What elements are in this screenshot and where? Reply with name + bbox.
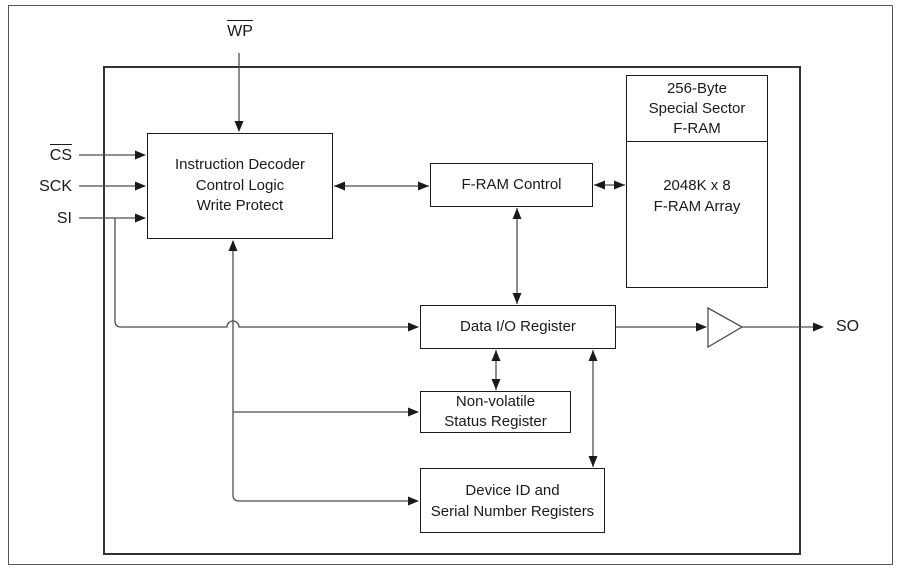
arrowhead-into-decoder-bottom: [228, 240, 238, 251]
arrowhead-into-buffer: [696, 322, 707, 332]
figure-frame: [8, 5, 893, 565]
block-text-line: Instruction Decoder: [174, 156, 306, 174]
block-text-line: Write Protect: [196, 197, 284, 215]
block-fram-array-section: 2048K x 8 F-RAM Array: [627, 142, 767, 287]
block-instruction-decoder: Instruction Decoder Control Logic Write …: [147, 133, 333, 239]
sck-pin-text: SCK: [39, 178, 72, 195]
wp-pin-text: WP: [227, 20, 253, 41]
arrowhead-into-dataio-top: [512, 293, 522, 304]
arrowhead-into-nvstatus-left: [408, 407, 419, 417]
cs-pin-text: CS: [49, 144, 72, 165]
output-buffer-triangle: [707, 306, 744, 349]
si-pin-label: SI: [22, 209, 72, 228]
block-text-line: F-RAM: [673, 119, 721, 137]
block-text-line: Non-volatile: [455, 393, 536, 410]
arrowhead-wp-down: [234, 121, 244, 132]
arrowhead-into-deviceid-left: [408, 496, 419, 506]
arrowhead-into-nvstatus-top: [491, 379, 501, 390]
wire-decoder-bus: [232, 241, 410, 502]
block-text-line: Device ID and: [465, 481, 560, 499]
block-text-line: F-RAM Array: [653, 197, 741, 215]
arrowhead-into-dataio-bottom-right: [588, 350, 598, 361]
chip-boundary: [103, 66, 801, 555]
arrowhead-into-dataio-bottom-left: [491, 350, 501, 361]
block-device-id-registers: Device ID and Serial Number Registers: [420, 468, 605, 533]
block-text-line: Status Register: [444, 413, 547, 430]
arrowhead-into-framcontrol-right-edge: [594, 180, 605, 190]
arrowhead-into-deviceid-top: [588, 456, 598, 467]
block-text-line: 2048K x 8: [663, 177, 731, 194]
arrowhead-si-right: [135, 213, 146, 223]
block-fram-array: 256-Byte Special Sector F-RAM 2048K x 8 …: [626, 75, 768, 288]
block-text-line: Special Sector: [648, 99, 746, 117]
arrowhead-cs-right: [135, 150, 146, 160]
cs-pin-label: CS: [22, 144, 72, 165]
arrowhead-sck-right: [135, 181, 146, 191]
sck-pin-label: SCK: [22, 177, 72, 196]
block-nv-status-register: Non-volatile Status Register: [420, 391, 571, 433]
block-special-sector: 256-Byte Special Sector F-RAM: [627, 76, 767, 142]
so-pin-label: SO: [836, 317, 886, 336]
arrowhead-into-framcontrol-bottom: [512, 208, 522, 219]
arrowhead-into-array-left-edge: [614, 180, 625, 190]
si-pin-text: SI: [56, 210, 72, 227]
wire-si-branch-dataio: [114, 218, 410, 328]
arrowhead-into-framcontrol-left-edge: [418, 181, 429, 191]
wp-pin-label: WP: [213, 20, 267, 41]
block-data-io-register: Data I/O Register: [420, 305, 616, 349]
block-text-line: F-RAM Control: [461, 175, 562, 193]
arrowhead-into-dataio-left: [408, 322, 419, 332]
block-text-line: Control Logic: [195, 176, 285, 194]
block-text-line: 256-Byte: [666, 79, 728, 97]
block-fram-control: F-RAM Control: [430, 163, 593, 207]
block-text-line: Data I/O Register: [460, 317, 576, 335]
arrowhead-into-decoder-right-edge: [334, 181, 345, 191]
arrowhead-so-right: [813, 322, 824, 332]
block-text-line: Serial Number Registers: [430, 502, 595, 520]
so-pin-text: SO: [836, 318, 860, 335]
